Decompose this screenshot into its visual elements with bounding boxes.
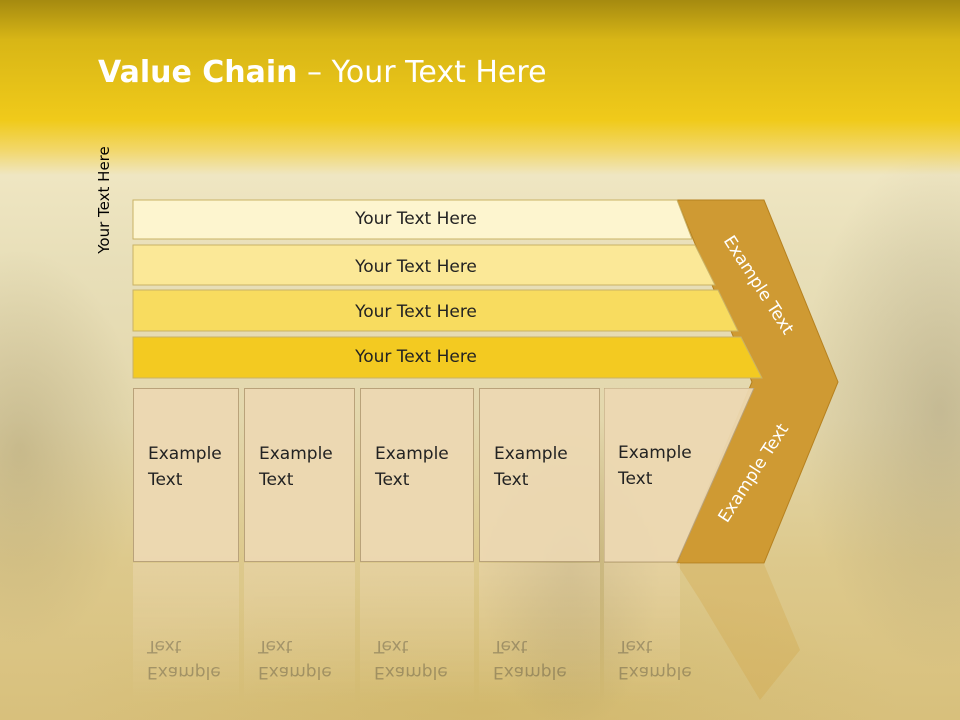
cell-1-reflection-text: Example Text (147, 636, 221, 682)
band-3 (132, 289, 739, 332)
activity-cell-5-shape (604, 388, 755, 563)
band-2-label: Your Text Here (355, 257, 477, 277)
slide-title: Value Chain – Your Text Here (98, 55, 547, 90)
cell-3-reflection: Example Text (360, 563, 474, 703)
band-3-label: Your Text Here (355, 302, 477, 322)
band-2 (132, 244, 716, 286)
activity-cell-4: Example Text (479, 388, 600, 562)
chevron-reflection (677, 564, 800, 700)
activity-cell-4-text: Example Text (494, 444, 568, 490)
activity-cell-3: Example Text (360, 388, 474, 562)
title-bold: Value Chain (98, 55, 298, 90)
activity-cell-1: Example Text (133, 388, 239, 562)
activity-cell-5-bg (604, 388, 755, 563)
cell-2-reflection: Example Text (244, 563, 355, 703)
activity-cell-3-text: Example Text (375, 444, 449, 490)
cell-5-reflection-text: Example Text (618, 636, 692, 682)
activity-cell-1-text: Example Text (148, 444, 222, 490)
band-1 (132, 199, 693, 240)
cell-5-reflection: Example Text (604, 563, 692, 703)
activity-cell-5-text: Example Text (618, 443, 692, 489)
band-4 (132, 336, 763, 379)
cell-3-reflection-text: Example Text (374, 636, 448, 682)
cell-4-reflection: Example Text (479, 563, 600, 703)
activity-cell-2-text: Example Text (259, 444, 333, 490)
band-1-label: Your Text Here (355, 209, 477, 229)
cell-1-reflection: Example Text (133, 563, 239, 703)
cell-4-reflection-text: Example Text (493, 636, 567, 682)
activity-cell-2: Example Text (244, 388, 355, 562)
cell-2-reflection-text: Example Text (258, 636, 332, 682)
band-4-label: Your Text Here (355, 347, 477, 367)
title-rest: – Your Text Here (297, 55, 547, 90)
